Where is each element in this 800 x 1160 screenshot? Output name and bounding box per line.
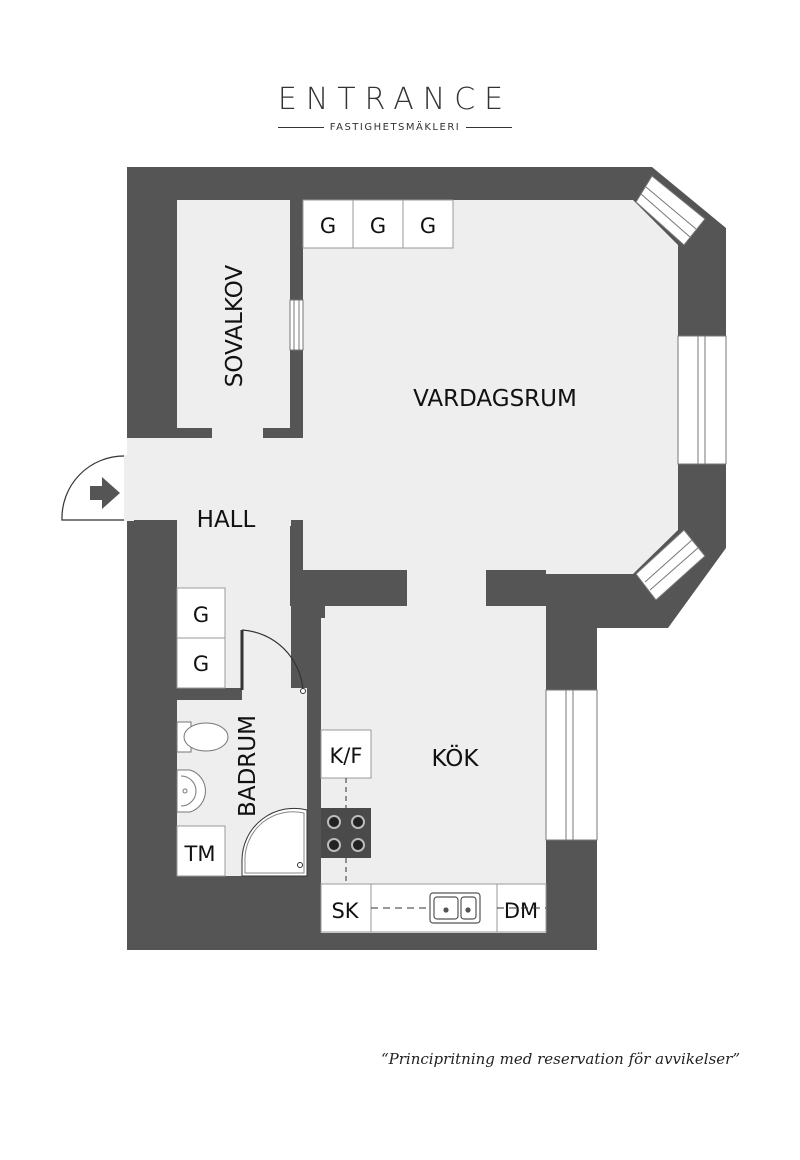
kitchen-sink-icon [429, 892, 481, 924]
tagline-rule-left [278, 127, 324, 128]
washing-machine-label: TM [184, 842, 216, 866]
dishwasher-label: DM [504, 899, 538, 923]
washing-machine [176, 825, 226, 877]
wardrobe-label-1: G [320, 214, 336, 238]
brand-tagline: FASTIGHETSMÄKLERI [329, 122, 461, 133]
windows [289, 175, 727, 841]
wardrobe-label-4: G [193, 603, 209, 627]
wardrobes-hall [176, 587, 226, 689]
kitchen-counter [320, 883, 547, 933]
room-label-badrum: BADRUM [235, 715, 261, 817]
tagline-rule-right [466, 127, 512, 128]
shower-icon [241, 807, 308, 877]
brand-logo: ENTRANCE [277, 82, 513, 117]
fridge-freezer-label: K/F [330, 744, 363, 768]
toilet-icon [176, 721, 229, 753]
wardrobes-living [302, 199, 454, 249]
cabinet-label: SK [331, 899, 359, 923]
bathroom-door[interactable] [240, 629, 306, 694]
fridge-freezer [320, 729, 372, 779]
wardrobe-label-5: G [193, 652, 209, 676]
window-upper-diagonal [635, 175, 706, 246]
room-label-kok: KÖK [431, 744, 479, 772]
sink-icon [176, 769, 206, 813]
disclaimer: “Principritning med reservation för avvi… [380, 1050, 740, 1068]
brand-tagline-row: FASTIGHETSMÄKLERI [278, 122, 512, 133]
stove-icon [321, 808, 371, 858]
window-right [677, 335, 727, 465]
room-label-hall: HALL [197, 507, 256, 533]
room-label-sovalkov: SOVALKOV [222, 265, 248, 388]
room-label-vardagsrum: VARDAGSRUM [413, 386, 577, 412]
wardrobe-label-3: G [420, 214, 436, 238]
window-lower-diagonal [635, 529, 706, 601]
wardrobe-label-2: G [370, 214, 386, 238]
entrance-door[interactable] [61, 455, 134, 521]
window-kitchen [545, 689, 598, 841]
window-sovalkov [289, 299, 304, 351]
entrance-arrow-icon [90, 477, 120, 509]
